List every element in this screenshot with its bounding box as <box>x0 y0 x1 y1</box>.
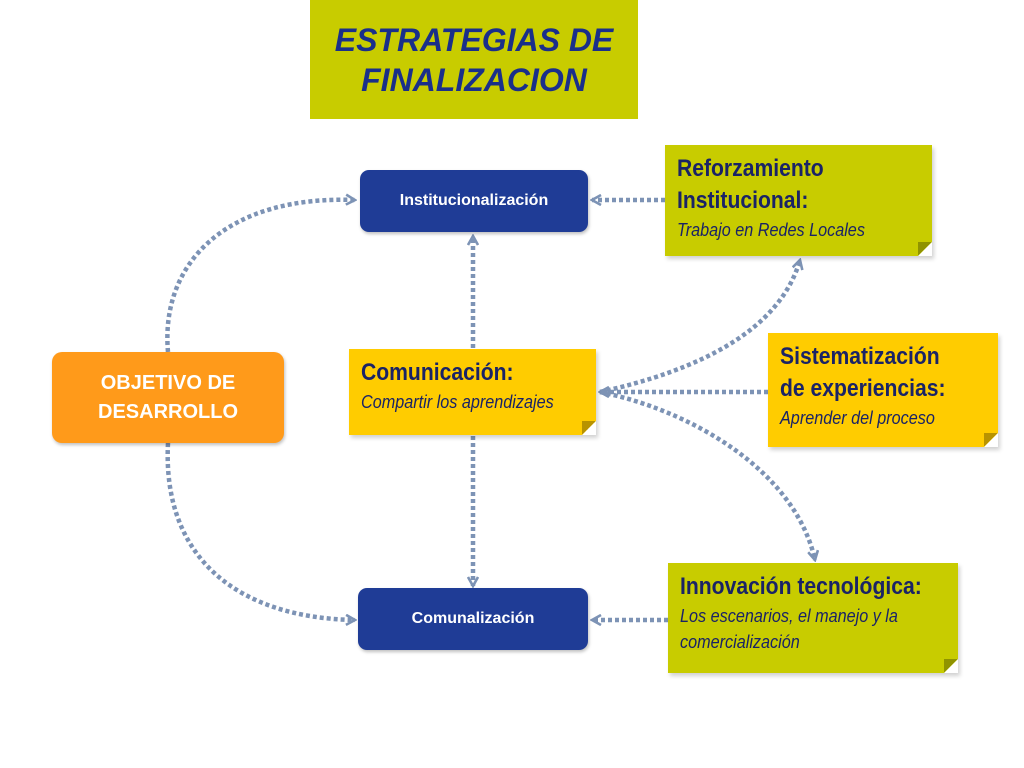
innovacion-sub-1: Los escenarios, el manejo y la <box>680 606 898 626</box>
innovacion-sub-2: comercialización <box>680 632 800 652</box>
arrow-objective-to-comunalizacion <box>165 442 355 620</box>
title-line-1: ESTRATEGIAS DE <box>334 21 614 58</box>
objective-line-1: OBJETIVO DE <box>100 371 236 394</box>
comunalizacion-box: Comunalización <box>358 588 588 650</box>
reforzamiento-sub: Trabajo en Redes Locales <box>677 220 865 240</box>
institucionalizacion-label: Institucionalización <box>399 192 549 209</box>
comunicacion-heading: Comunicación: <box>361 359 514 386</box>
sistematizacion-heading-1: Sistematización <box>780 343 940 370</box>
objective-box: OBJETIVO DE DESARROLLO <box>52 352 284 443</box>
arrow-comunicacion-to-reforzamiento <box>599 260 800 395</box>
title-box: ESTRATEGIAS DE FINALIZACION <box>310 0 638 119</box>
objective-line-2: DESARROLLO <box>98 400 238 423</box>
title-line-2: FINALIZACION <box>361 61 587 98</box>
innovacion-note: Innovación tecnológica: Los escenarios, … <box>668 563 958 673</box>
reforzamiento-heading-1: Reforzamiento <box>677 155 824 182</box>
reforzamiento-heading-2: Institucional: <box>677 187 809 214</box>
comunicacion-sub: Compartir los aprendizajes <box>361 392 554 412</box>
sistematizacion-sub: Aprender del proceso <box>780 408 935 428</box>
arrow-comunicacion-to-innovacion <box>599 389 815 560</box>
innovacion-heading: Innovación tecnológica: <box>680 573 922 600</box>
institucionalizacion-box: Institucionalización <box>360 170 588 232</box>
reforzamiento-note: Reforzamiento Institucional: Trabajo en … <box>665 145 932 256</box>
sistematizacion-heading-2: de experiencias: <box>780 375 946 402</box>
sistematizacion-note: Sistematización de experiencias: Aprende… <box>768 333 998 447</box>
comunicacion-note: Comunicación: Compartir los aprendizajes <box>349 349 596 435</box>
arrow-objective-to-institucionalizacion <box>165 200 355 353</box>
comunalizacion-label: Comunalización <box>411 610 535 627</box>
